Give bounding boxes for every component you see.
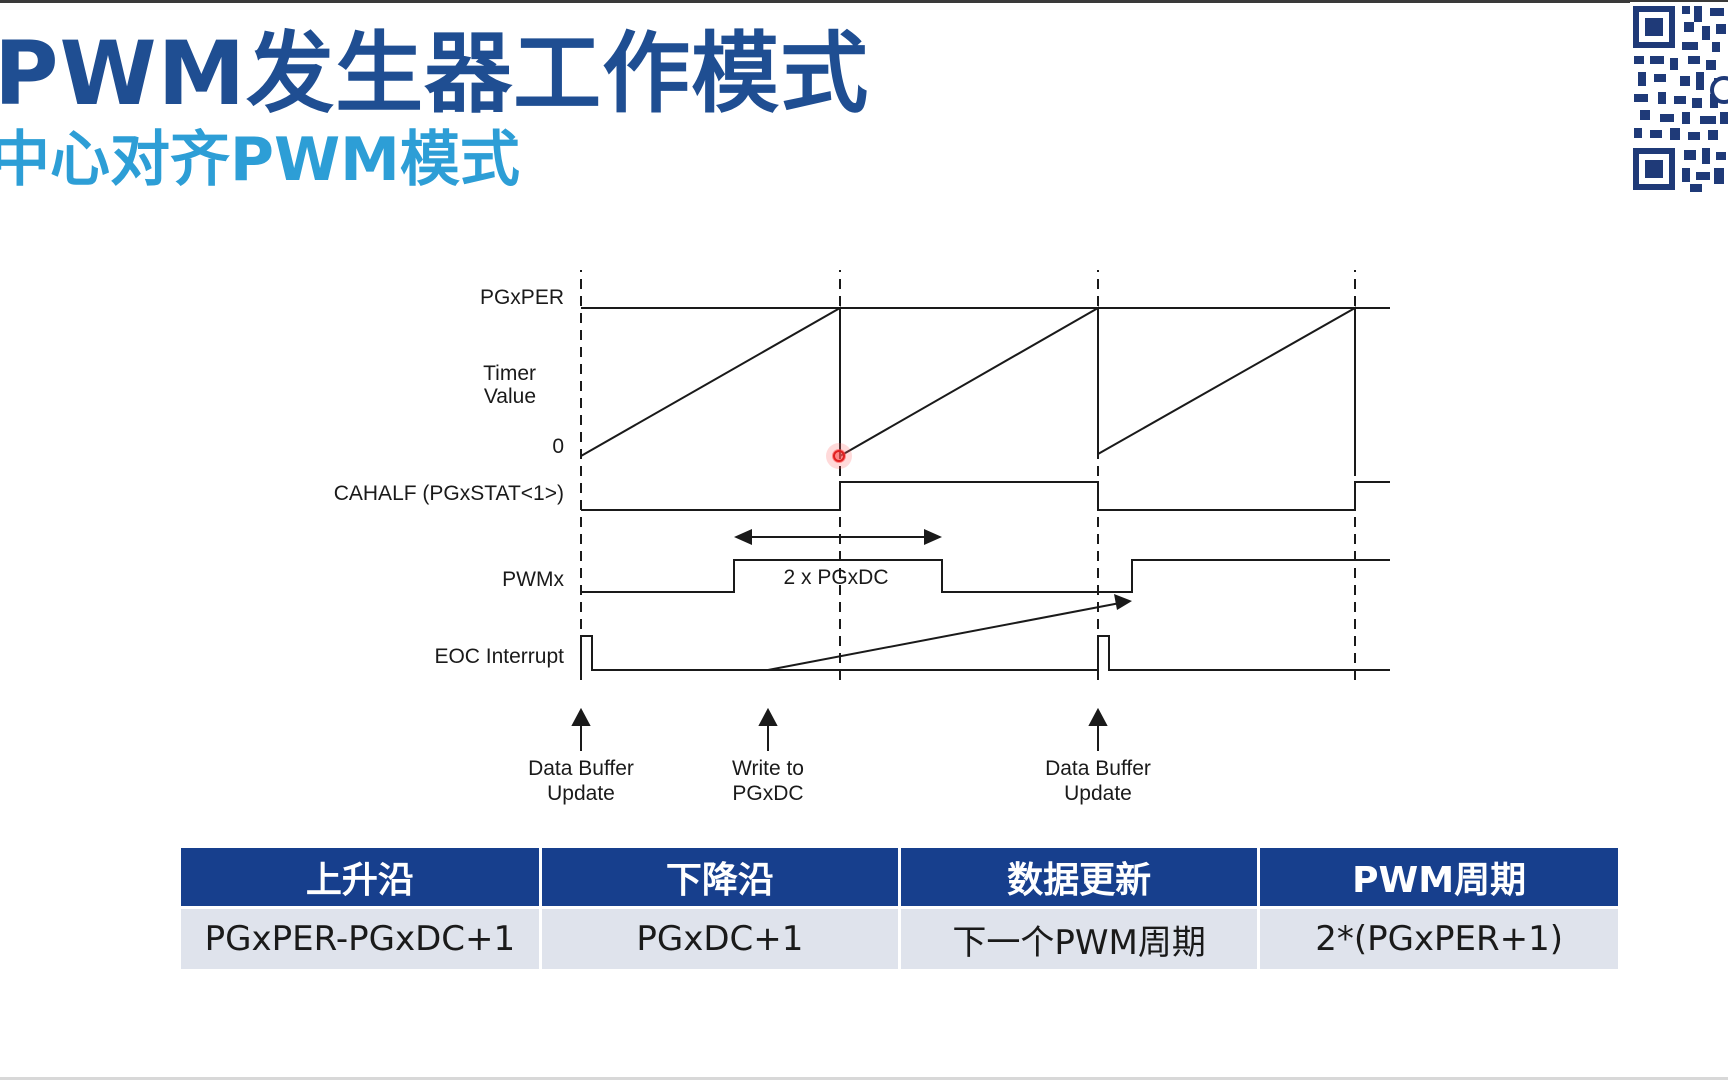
top-border bbox=[0, 0, 1728, 3]
label-event1-line1: Data Buffer bbox=[528, 757, 634, 780]
pwm-mode-table: 上升沿 下降沿 数据更新 PWM周期 PGxPER-PGxDC+1 PGxDC+… bbox=[181, 848, 1618, 969]
up-arrow-icon bbox=[1088, 707, 1108, 726]
label-timer-value-1: Timer bbox=[483, 362, 536, 385]
label-pgxper: PGxPER bbox=[480, 286, 564, 309]
slide-subtitle: 中心对齐PWM模式 bbox=[0, 125, 520, 195]
label-event2-line2: PGxDC bbox=[732, 782, 803, 805]
label-event3-line1: Data Buffer bbox=[1045, 757, 1151, 780]
write-effect-arrowhead-icon bbox=[1114, 594, 1132, 610]
write-effect-line bbox=[767, 602, 1121, 671]
table-row: PGxPER-PGxDC+1 PGxDC+1 下一个PWM周期 2*(PGxPE… bbox=[181, 906, 1618, 969]
label-event2-line1: Write to bbox=[732, 757, 804, 780]
cursor-icon bbox=[826, 443, 852, 469]
label-event1-line2: Update bbox=[547, 782, 615, 805]
up-arrow-icon bbox=[758, 707, 778, 726]
eoc-waveform bbox=[580, 635, 1390, 671]
up-arrow-icon bbox=[571, 707, 591, 726]
header-falling-edge: 下降沿 bbox=[540, 848, 902, 908]
label-zero: 0 bbox=[552, 435, 564, 458]
duty-arrow-right-icon bbox=[924, 529, 942, 545]
header-pwm-period: PWM周期 bbox=[1258, 848, 1618, 908]
qr-code-icon bbox=[1630, 2, 1728, 194]
label-event3-line2: Update bbox=[1064, 782, 1132, 805]
label-cahalf: CAHALF (PGxSTAT<1>) bbox=[334, 482, 564, 505]
pwmx-waveform bbox=[581, 559, 1390, 593]
timing-diagram: PGxPER Timer Value 0 CAHALF (PGxSTAT<1>)… bbox=[334, 270, 1390, 805]
cell-data-update: 下一个PWM周期 bbox=[899, 906, 1261, 969]
slide-title: PWM发生器工作模式 bbox=[0, 22, 870, 125]
bottom-border bbox=[0, 1077, 1728, 1080]
header-data-update: 数据更新 bbox=[899, 848, 1261, 908]
label-pwmx: PWMx bbox=[502, 568, 564, 591]
header-rising-edge: 上升沿 bbox=[181, 848, 542, 908]
duty-arrow-left-icon bbox=[734, 529, 752, 545]
cell-falling-edge: PGxDC+1 bbox=[540, 906, 902, 969]
cahalf-waveform bbox=[581, 481, 1390, 511]
table-header-row: 上升沿 下降沿 数据更新 PWM周期 bbox=[181, 848, 1618, 908]
label-timer-value-2: Value bbox=[484, 385, 536, 408]
cell-pwm-period: 2*(PGxPER+1) bbox=[1258, 906, 1618, 969]
timer-sawtooth bbox=[580, 306, 1356, 466]
label-eoc: EOC Interrupt bbox=[434, 645, 564, 668]
cell-rising-edge: PGxPER-PGxDC+1 bbox=[181, 906, 542, 969]
label-duty: 2 x PGxDC bbox=[783, 566, 888, 589]
period-markers bbox=[580, 270, 1356, 682]
